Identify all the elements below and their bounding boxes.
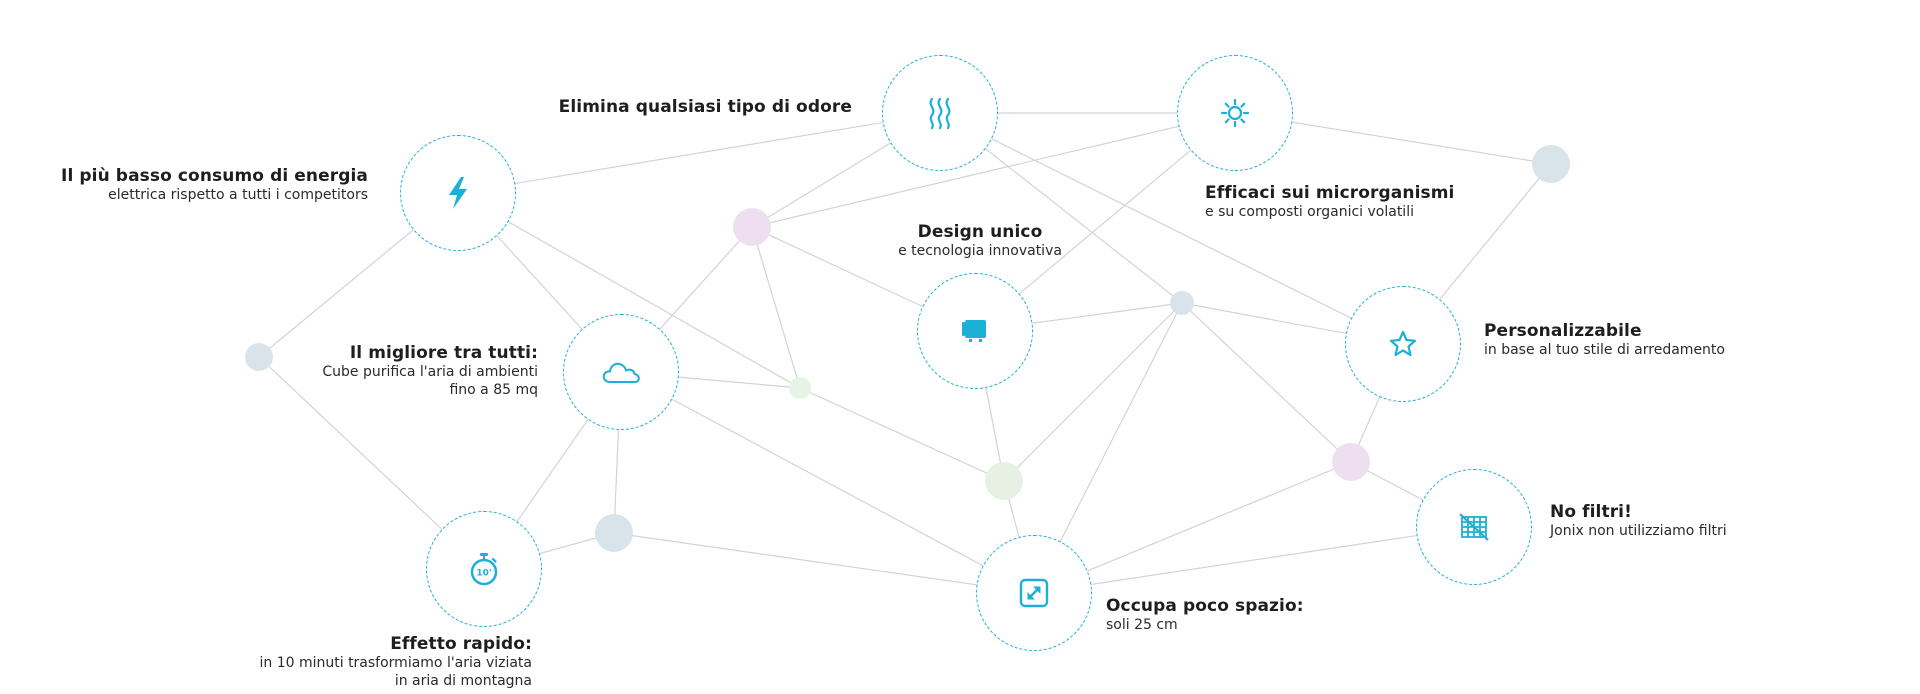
feature-title: Il più basso consumo di energia <box>61 166 368 186</box>
feature-circle-space <box>976 535 1092 651</box>
feature-description: elettrica rispetto a tutti i competitors <box>108 187 368 204</box>
network-line <box>457 192 801 389</box>
feature-title: No filtri! <box>1550 502 1632 522</box>
feature-label-best: Il migliore tra tutti: Cube purifica l'a… <box>322 343 538 399</box>
node-dot-grey <box>245 343 273 371</box>
feature-label-design: Design unico e tecnologia innovativa <box>880 222 1080 261</box>
network-line <box>1033 526 1475 594</box>
feature-title: Il migliore tra tutti: <box>349 343 538 363</box>
feature-label-odor: Elimina qualsiasi tipo di odore <box>559 97 852 118</box>
feature-circle-micro <box>1177 55 1293 171</box>
resize-icon <box>1019 578 1049 608</box>
node-dot-grey <box>1532 145 1570 183</box>
feature-circle-fast: 10' <box>426 511 542 627</box>
sun-icon <box>1220 98 1250 128</box>
network-line <box>939 112 1404 345</box>
no-filter-icon <box>1459 513 1489 541</box>
node-dot-green <box>985 462 1023 500</box>
cloud-icon <box>602 362 640 383</box>
node-dot-pink <box>1332 443 1370 481</box>
feature-title: Design unico <box>917 222 1043 242</box>
network-line <box>751 226 801 389</box>
feature-title: Efficaci sui microrganismi <box>1205 183 1455 203</box>
heat-waves-icon <box>929 97 951 130</box>
stopwatch-icon: 10' <box>470 553 498 586</box>
feature-description: Cube purifica l'aria di ambienti <box>322 364 538 381</box>
feature-label-custom: Personalizzabile in base al tuo stile di… <box>1484 321 1725 360</box>
node-dot-pink <box>733 208 771 246</box>
feature-circle-best <box>563 314 679 430</box>
network-line <box>1003 302 1183 482</box>
node-dot-grey <box>595 514 633 552</box>
device-icon <box>962 320 986 342</box>
node-dot-green <box>789 377 811 399</box>
feature-title: Occupa poco spazio: <box>1106 596 1304 616</box>
feature-description: in 10 minuti trasformiamo l'aria viziata <box>259 655 532 672</box>
feature-description: in base al tuo stile di arredamento <box>1484 342 1725 359</box>
network-line <box>751 112 1236 228</box>
feature-description: fino a 85 mq <box>449 381 538 398</box>
feature-description: Jonix non utilizziamo filtri <box>1550 523 1727 540</box>
feature-label-fast: Effetto rapido: in 10 minuti trasformiam… <box>259 634 532 690</box>
feature-circle-custom <box>1345 286 1461 402</box>
stopwatch-text: 10' <box>476 569 491 579</box>
feature-title: Personalizzabile <box>1484 321 1642 341</box>
network-line <box>457 112 941 194</box>
feature-description: e su composti organici volatili <box>1205 204 1414 221</box>
lightning-icon <box>449 177 467 209</box>
feature-circle-design <box>917 273 1033 389</box>
feature-title: Elimina qualsiasi tipo di odore <box>558 97 852 117</box>
feature-label-space: Occupa poco spazio: soli 25 cm <box>1106 596 1304 635</box>
feature-label-micro: Efficaci sui microrganismi e su composti… <box>1205 183 1454 222</box>
feature-circle-odor <box>882 55 998 171</box>
feature-circle-energy <box>400 135 516 251</box>
network-line <box>620 371 1035 594</box>
node-dot-grey <box>1170 291 1194 315</box>
feature-label-nofilter: No filtri! Jonix non utilizziamo filtri <box>1550 502 1727 541</box>
network-line <box>613 532 1035 594</box>
feature-description: soli 25 cm <box>1106 617 1178 634</box>
star-icon <box>1389 330 1417 357</box>
feature-title: Effetto rapido: <box>390 634 532 654</box>
feature-description: in aria di montagna <box>394 672 532 689</box>
feature-description: e tecnologia innovativa <box>898 243 1062 260</box>
feature-circle-nofilter <box>1416 469 1532 585</box>
network-line <box>1181 302 1352 463</box>
feature-label-energy: Il più basso consumo di energia elettric… <box>61 166 368 205</box>
network-line <box>799 387 1005 482</box>
